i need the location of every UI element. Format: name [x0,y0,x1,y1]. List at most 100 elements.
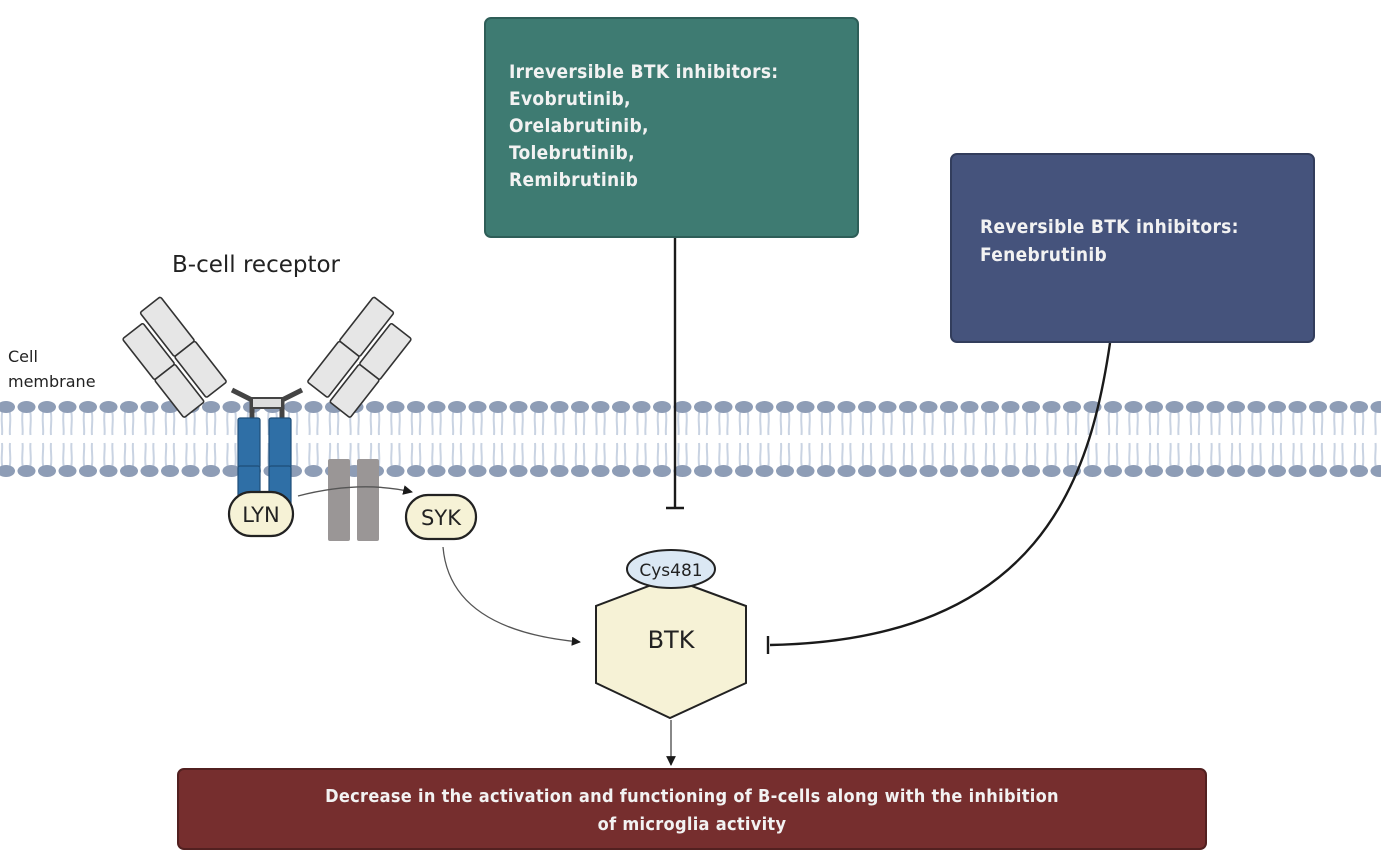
lipid-head [1001,401,1020,413]
lipid-head [817,401,835,413]
lipid-head [571,465,589,477]
lipid-head [17,401,36,413]
outcome-line: of microglia activity [597,814,787,835]
syk-node: SYK [404,493,478,541]
lipid-head [1104,401,1122,413]
lipid-head [120,465,138,477]
lipid-head [468,465,487,477]
membrane-label-line: Cell [8,347,38,366]
drug-item: Fenebrutinib [980,244,1108,266]
lipid-head [140,465,159,477]
lipid-head [0,401,15,413]
lipid-head [1145,465,1163,477]
lipid-head [530,401,548,413]
lipid-head [878,401,897,413]
btk-label: BTK [648,626,696,654]
lipid-head [673,401,692,413]
lipid-head [796,465,815,477]
lipid-head [1329,401,1348,413]
lipid-head [1124,401,1143,413]
lipid-head [140,401,159,413]
lipid-head [1022,465,1040,477]
lipid-head [776,401,794,413]
lipid-head [981,401,999,413]
cell-membrane-label: Cell membrane [8,344,96,394]
lyn-node: LYN [227,490,295,538]
lipid-head [1288,401,1307,413]
lipid-head [632,401,651,413]
lipid-head [1329,465,1348,477]
lipid-head [960,465,979,477]
lipid-head [79,401,97,413]
lipid-head [735,465,753,477]
lipid-head [509,465,528,477]
lipid-head [1370,401,1381,413]
lipid-head [591,465,610,477]
lipid-head [1083,465,1102,477]
lipid-head [796,401,815,413]
lipid-head [99,465,118,477]
lipid-head [673,465,692,477]
lipid-head [448,465,466,477]
lipid-head [222,465,241,477]
lipid-head [899,465,917,477]
lipid-head [284,401,302,413]
lipid-head [1309,401,1327,413]
reversible-inhibition-line [766,342,1112,654]
lipid-head [1247,465,1266,477]
lipid-head [407,465,425,477]
cys481-binding-site: Cys481 [626,549,716,589]
reversible-title: Reversible BTK inhibitors: [980,216,1239,238]
lipid-head [919,465,938,477]
lipid-head [1370,465,1381,477]
drug-item: Orelabrutinib, [509,115,649,137]
lipid-head [181,465,200,477]
membrane-label-line: membrane [8,372,96,391]
lipid-head [1206,465,1225,477]
cys481-label: Cys481 [639,561,702,581]
cell-membrane-bilayer [0,401,1381,477]
drug-item: Tolebrutinib, [509,142,635,164]
lipid-head [653,401,671,413]
lipid-head [386,465,405,477]
lipid-head [99,401,118,413]
lipid-head [571,401,589,413]
lipid-head [1042,465,1061,477]
lipid-head [79,465,97,477]
lipid-head [386,401,405,413]
irreversible-title: Irreversible BTK inhibitors: [509,61,779,83]
lipid-head [591,401,610,413]
lipid-head [837,401,856,413]
lipid-head [304,465,323,477]
lipid-head [776,465,794,477]
lipid-head [1145,401,1163,413]
reversible-inhibitors-box: Reversible BTK inhibitors: Fenebrutinib [950,153,1315,343]
lipid-head [161,465,179,477]
lipid-head [550,465,569,477]
lipid-head [509,401,528,413]
lipid-head [222,401,241,413]
co-receptor-icon [328,459,379,541]
drug-item: Evobrutinib, [509,88,631,110]
lipid-head [1350,465,1368,477]
lipid-head [714,465,733,477]
lipid-head [1165,465,1184,477]
lipid-head [1104,465,1122,477]
lipid-head [120,401,138,413]
lipid-head [0,465,15,477]
lipid-head [878,465,897,477]
lipid-head [755,465,774,477]
lipid-head [1288,465,1307,477]
lipid-head [530,465,548,477]
lipid-head [202,465,220,477]
outcome-line: Decrease in the activation and functioni… [325,786,1059,807]
btk-node: BTK [595,576,747,720]
lipid-head [960,401,979,413]
lipid-head [1227,401,1245,413]
lipid-head [1227,465,1245,477]
lipid-head [714,401,733,413]
lipid-head [858,465,876,477]
lipid-head [202,401,220,413]
lipid-head [58,465,77,477]
